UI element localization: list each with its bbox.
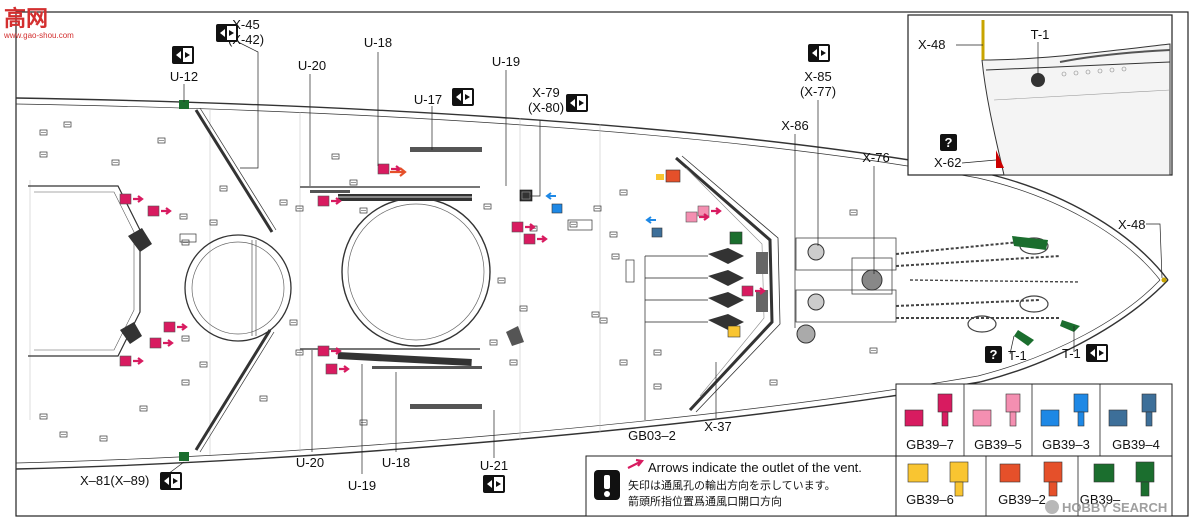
- capstan-upper: [807, 243, 825, 261]
- legend-swatch-gb39-green: [1093, 463, 1115, 483]
- reverse-side-icon: [172, 46, 194, 64]
- watermark-url: www.gao-shou.com: [3, 31, 74, 40]
- u12-part: [179, 100, 189, 109]
- x81-part: [179, 452, 189, 461]
- green-vent: [729, 231, 743, 245]
- label-x76: X-76: [862, 150, 889, 165]
- inset-label-x62: X-62: [934, 155, 961, 170]
- legend-code-gb39-5: GB39–5: [974, 437, 1022, 452]
- legend-swatch-gb39-6: [907, 463, 929, 483]
- orange-vent: [665, 169, 681, 183]
- label-u19-top: U-19: [492, 54, 520, 69]
- label-x79: X-79: [532, 85, 559, 100]
- watermark-hobbysearch: HOBBY SEARCH: [1062, 500, 1167, 515]
- vent-arrow-note: Arrows indicate the outlet of the vent. …: [585, 455, 897, 517]
- label-x86: X-86: [781, 118, 808, 133]
- label-u18-bottom: U-18: [382, 455, 410, 470]
- legend-code-gb39-7: GB39–7: [906, 437, 954, 452]
- legend-code-gb39-2: GB39–2: [998, 492, 1046, 507]
- vent-legend: GB39–7 GB39–5 GB39–3 GB39–4 GB39–6 GB39–…: [895, 383, 1173, 517]
- label-x85: X-85: [804, 69, 831, 84]
- aft-breakwater: [194, 107, 277, 453]
- label-gb03-2: GB03–2: [628, 428, 676, 443]
- question-mark-icon: ?: [940, 134, 957, 151]
- forward-breakwater: [675, 155, 781, 413]
- legend-code-gb39-4: GB39–4: [1112, 437, 1160, 452]
- watermark-logo: 高网: [4, 6, 48, 31]
- aft-superstructure-outline: [28, 185, 141, 357]
- label-u20-top: U-20: [298, 58, 326, 73]
- steel-blue-vent: [651, 227, 663, 238]
- deck-plank-lines: [29, 110, 601, 455]
- bow-fitting-green: [1012, 236, 1048, 250]
- reverse-side-icon: [452, 88, 474, 106]
- label-u18-top: U-18: [364, 35, 392, 50]
- anchor-deck: [795, 237, 1081, 333]
- yellow-vent: [727, 325, 741, 338]
- legend-swatch-gb39-5: [972, 409, 992, 427]
- label-x81: X–81(X–89): [80, 473, 149, 488]
- label-x80: (X-80): [528, 100, 564, 115]
- question-mark-icon: ?: [985, 346, 1002, 363]
- part-labels: X-45 (X-42) U-12 U-20 U-18 U-19 U-17 X-7…: [80, 17, 1145, 493]
- exclamation-icon: [594, 470, 620, 500]
- legend-swatch-gb39-4: [1108, 409, 1128, 427]
- capstan-aft: [796, 324, 816, 344]
- label-u17: U-17: [414, 92, 442, 107]
- label-u20-bottom: U-20: [296, 455, 324, 470]
- u17-barrel: [410, 147, 482, 152]
- watermark-bottom-right: HOBBY SEARCH: [1045, 500, 1167, 515]
- reverse-side-icon: [160, 472, 182, 490]
- label-u21: U-21: [480, 458, 508, 473]
- note-chinese: 箭頭所指位置爲通風口開口方向: [628, 494, 782, 508]
- legend-swatch-gb39-2: [999, 463, 1021, 483]
- label-u19-bottom: U-19: [348, 478, 376, 493]
- legend-code-gb39-6: GB39–6: [906, 492, 954, 507]
- svg-text:?: ?: [990, 347, 998, 362]
- anchor-chain-fittings: [708, 248, 768, 330]
- upper-gun-barrels: [300, 186, 480, 201]
- svg-text:?: ?: [945, 135, 953, 150]
- reverse-side-icon: [1086, 344, 1108, 362]
- legend-code-gb39-green: GB39–: [1080, 492, 1121, 507]
- reverse-side-icon: [808, 44, 830, 62]
- inset-label-t1: T-1: [1031, 27, 1050, 42]
- note-english: Arrows indicate the outlet of the vent.: [648, 460, 862, 475]
- watermark-top-left: 高网 www.gao-shou.com: [3, 6, 74, 40]
- lower-gun-barrels: [300, 348, 482, 369]
- label-x77: (X-77): [800, 84, 836, 99]
- blue-vent: [551, 203, 563, 214]
- reverse-side-icon: [566, 94, 588, 112]
- deck-fittings: [39, 121, 878, 442]
- reverse-side-icon: [216, 24, 238, 42]
- u21-barrel: [410, 404, 482, 409]
- inset-label-x48: X-48: [918, 37, 945, 52]
- capstan-lower: [807, 293, 825, 311]
- label-x45: X-45: [232, 17, 259, 32]
- note-japanese: 矢印は通風孔の輸出方向を示しています。: [628, 478, 836, 492]
- reverse-side-icon: [483, 475, 505, 493]
- legend-code-gb39-3: GB39–3: [1042, 437, 1090, 452]
- bow-inset: X-48 T-1 ? X-62: [907, 14, 1173, 176]
- legend-swatch-gb39-7: [904, 409, 924, 427]
- forward-barbette: [341, 197, 491, 347]
- jackstaff-base: [1161, 277, 1167, 283]
- label-x37: X-37: [704, 419, 731, 434]
- label-t1-right: T-1: [1062, 346, 1081, 361]
- dark-vents: [120, 189, 533, 346]
- leader-lines: [159, 41, 1163, 481]
- aft-barbette: [184, 234, 292, 342]
- label-u12: U-12: [170, 69, 198, 84]
- deck-hull: [15, 97, 1169, 470]
- windlass: [861, 269, 883, 291]
- label-x48: X-48: [1118, 217, 1145, 232]
- legend-swatch-gb39-3: [1040, 409, 1060, 427]
- arrow-icon: [627, 458, 645, 469]
- label-t1-left: T-1: [1008, 348, 1027, 363]
